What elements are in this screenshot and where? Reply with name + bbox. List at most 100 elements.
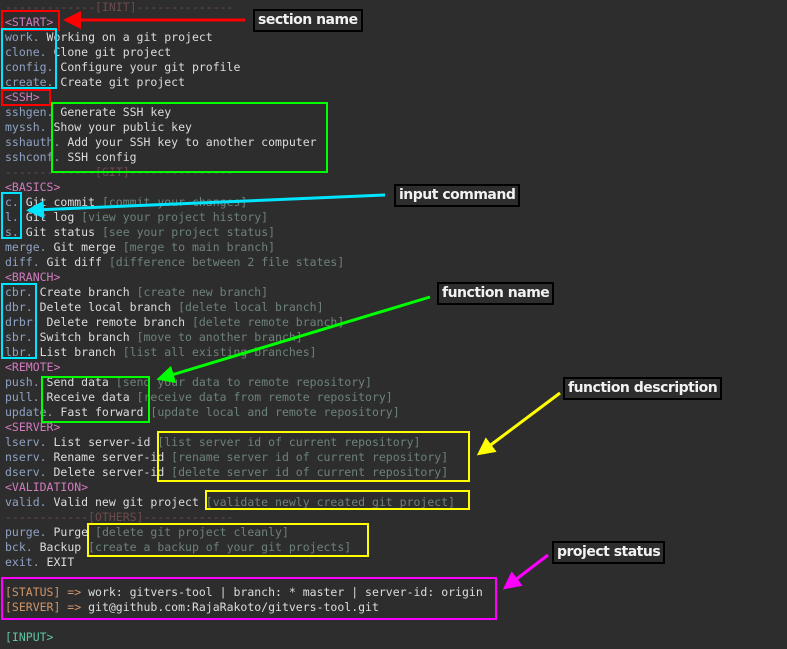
command-key: pull. [5, 390, 40, 404]
divider: ------------[OTHERS]------------- [5, 510, 234, 524]
terminal-line: s. Git status [see your project status] [5, 225, 483, 240]
function-name: Configure your git profile [53, 60, 241, 74]
section-header: <SERVER> [5, 420, 61, 434]
function-description: [difference between 2 file states] [108, 255, 345, 269]
arrow-project-status [502, 553, 549, 590]
terminal-line: update. Fast forward [update local and r… [5, 405, 483, 420]
function-name: Git status [18, 225, 102, 239]
command-key: cbr. [5, 285, 33, 299]
terminal-line: sshgen. Generate SSH key [5, 105, 483, 120]
command-key: lserv. [5, 435, 47, 449]
function-description: [see your project status] [101, 225, 276, 239]
terminal-line: create. Create git project [5, 75, 483, 90]
status-label: [SERVER] => [5, 600, 82, 614]
command-key: config. [5, 60, 54, 74]
desc-highlight-server [157, 431, 470, 482]
function-name: Delete server-id [46, 465, 172, 479]
terminal-line: purge. Purge [delete git project cleanly… [5, 525, 483, 540]
command-highlight-start [1, 28, 57, 89]
function-name: Delete remote branch [39, 315, 192, 329]
function-description: [merge to main branch] [122, 240, 276, 254]
terminal-line: [SERVER] => git@github.com:RajaRakoto/gi… [5, 600, 483, 615]
function-name: Receive data [39, 390, 137, 404]
terminal-line: nserv. Rename server-id [rename server i… [5, 450, 483, 465]
terminal-line: diff. Git diff [difference between 2 fil… [5, 255, 483, 270]
command-key: sshgen. [5, 105, 54, 119]
command-key: exit. [5, 555, 40, 569]
command-key: clone. [5, 45, 47, 59]
function-description: [delete git project cleanly] [95, 525, 289, 539]
function-description: [receive data from remote repository] [136, 390, 393, 404]
desc-highlight-others [87, 523, 369, 557]
terminal-line: valid. Valid new git project [validate n… [5, 495, 483, 510]
section-header: <SSH> [5, 90, 40, 104]
command-key: dserv. [5, 465, 47, 479]
command-key: sbr. [5, 330, 33, 344]
function-name: Rename server-id [46, 450, 172, 464]
section-highlight-ssh [1, 89, 51, 106]
function-name: Send data [39, 375, 116, 389]
terminal-line: <START> [5, 15, 483, 30]
command-key: c. [5, 195, 19, 209]
terminal-line: <SSH> [5, 90, 483, 105]
desc-highlight-validation [205, 490, 470, 510]
terminal-line: ------------[OTHERS]------------- [5, 510, 483, 525]
terminal-line: bck. Backup [create a backup of your git… [5, 540, 483, 555]
terminal-line: <SERVER> [5, 420, 483, 435]
terminal-line: -------------[INIT]-------------- [5, 0, 483, 15]
function-name: Show your public key [46, 120, 192, 134]
status-value: work: gitvers-tool | branch: * master | … [81, 585, 483, 599]
arrow-function-name [156, 295, 431, 384]
function-description: [delete local branch] [178, 300, 324, 314]
command-key: nserv. [5, 450, 47, 464]
terminal-line: config. Configure your git profile [5, 60, 483, 75]
command-highlight-branch [1, 283, 37, 359]
function-description: [view your project history] [81, 210, 269, 224]
command-key: push. [5, 375, 40, 389]
command-key: bck. [5, 540, 33, 554]
command-highlight-basics [1, 192, 22, 239]
function-name: Backup [32, 540, 89, 554]
terminal-line: [STATUS] => work: gitvers-tool | branch:… [5, 585, 483, 600]
function-name: SSH config [60, 150, 137, 164]
terminal-line: clone. Clone git project [5, 45, 483, 60]
terminal-line: [INPUT> [5, 630, 483, 645]
terminal-line: exit. EXIT [5, 555, 483, 570]
function-name: Switch branch [32, 330, 137, 344]
terminal-line: <REMOTE> [5, 360, 483, 375]
function-name: Working on a git project [39, 30, 213, 44]
function-description: [validate newly created git project] [205, 495, 456, 509]
function-name: List server-id [46, 435, 158, 449]
command-key: s. [5, 225, 19, 239]
function-name: EXIT [39, 555, 75, 569]
command-key: merge. [5, 240, 47, 254]
command-key: valid. [5, 495, 47, 509]
section-header: <START> [5, 15, 54, 29]
section-header: <BASICS> [5, 180, 61, 194]
terminal-output: -------------[INIT]--------------<START>… [5, 0, 483, 645]
command-key: myssh. [5, 120, 47, 134]
function-description: [delete server id of current repository] [171, 465, 449, 479]
section-header: <BRANCH> [5, 270, 61, 284]
function-name: Create branch [32, 285, 137, 299]
function-name: List branch [32, 345, 123, 359]
function-name: Create git project [53, 75, 186, 89]
function-description: [create new branch] [136, 285, 269, 299]
function-name: Generate SSH key [53, 105, 172, 119]
command-key: sshauth. [5, 135, 61, 149]
command-key: drbr. [5, 315, 40, 329]
terminal-line: myssh. Show your public key [5, 120, 483, 135]
function-description: [update local and remote repository] [150, 405, 400, 419]
label-section-name: section name [253, 9, 363, 32]
function-description: [rename server id of current repository] [171, 450, 449, 464]
function-description: [create a backup of your git projects] [88, 540, 352, 554]
status-value: git@github.com:RajaRakoto/gitvers-tool.g… [81, 600, 379, 614]
terminal-line: <VALIDATION> [5, 480, 483, 495]
label-project-status: project status [552, 541, 666, 564]
function-name: Git diff [39, 255, 109, 269]
terminal-line: merge. Git merge [merge to main branch] [5, 240, 483, 255]
terminal-line: dserv. Delete server-id [delete server i… [5, 465, 483, 480]
function-name: Purge [46, 525, 96, 539]
arrow-function-description [476, 391, 561, 456]
input-prompt: [INPUT> [5, 630, 54, 644]
